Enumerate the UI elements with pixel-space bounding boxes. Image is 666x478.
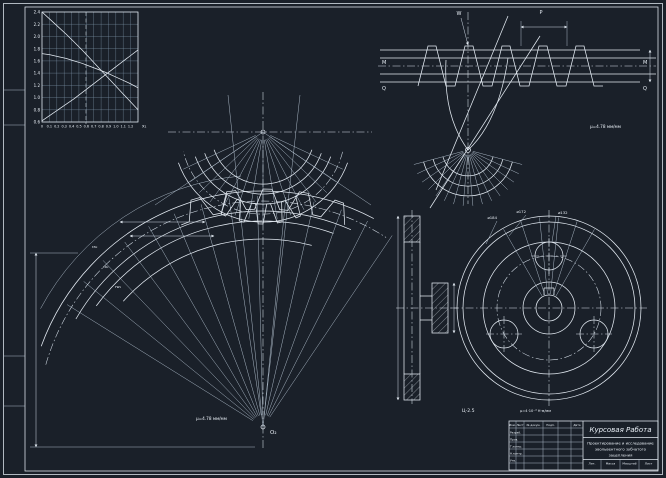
- titleblock-row-label: Пров.: [510, 438, 518, 442]
- y-tick-label: 1.0: [34, 95, 41, 100]
- gear-scale-label: μ=4.78 мм/мм: [196, 416, 227, 421]
- document-title: Курсовая Работа: [589, 426, 651, 434]
- wheel-section-view: [396, 210, 458, 404]
- titleblock-column-label: Подп.: [546, 423, 555, 427]
- gear-center-label: O₂: [270, 430, 277, 436]
- x-tick-label: 0.2: [54, 125, 59, 129]
- y-tick-label: 1.4: [34, 71, 41, 76]
- x-tick-label: 1.0: [113, 125, 118, 129]
- x-tick-label: 0.9: [106, 125, 111, 129]
- y-tick-label: 1.2: [34, 83, 41, 88]
- arc-label-rw: rw₂: [115, 284, 122, 289]
- x-tick-label: 0.6: [84, 125, 89, 129]
- cell-label-scale: Масштаб: [622, 462, 636, 466]
- titleblock-row-label: Т.контр.: [509, 445, 522, 449]
- x-tick-label: 1.2: [128, 125, 133, 129]
- point-p-label: P: [539, 10, 542, 16]
- x-axis-label: x₁: [142, 125, 147, 130]
- cell-label-lit: Лит.: [589, 462, 596, 466]
- chart-series: [41, 49, 139, 122]
- arc-label-ra: ra₂: [92, 244, 98, 249]
- titleblock-column-label: Лист: [516, 423, 523, 427]
- x-tick-label: 0.8: [98, 125, 103, 129]
- gear-mesh-view: O₂ μ=4.78 мм/мм ra₂ rb₂ rw₂: [30, 92, 393, 448]
- titleblock-column-label: № докум.: [527, 423, 541, 427]
- y-tick-label: 2.0: [34, 34, 41, 39]
- surface-finish-mark: Ц-2.5: [462, 408, 475, 414]
- x-tick-label: 0.5: [76, 125, 81, 129]
- chart-series: [41, 53, 139, 89]
- rack-engagement-view: W P M M Q Qμ=4.78 мм/мм: [378, 10, 656, 209]
- titleblock-row-label: Разраб.: [510, 431, 521, 435]
- chart-series: [41, 11, 139, 111]
- y-tick-label: 0.6: [34, 120, 41, 125]
- mark-q-right: Q: [643, 86, 647, 92]
- x-tick-label: 0.4: [69, 125, 74, 129]
- x-tick-label: 1.1: [121, 125, 126, 129]
- y-tick-label: 1.6: [34, 58, 41, 63]
- wheel-leader-label: ⌀132: [558, 210, 568, 215]
- mark-m-left: M: [382, 60, 386, 66]
- x-tick-label: 0.3: [61, 125, 66, 129]
- arc-label-rb: rb₂: [103, 264, 109, 269]
- x-tick-label: 0: [41, 125, 43, 129]
- rack-scale-label: μ=4.78 мм/мм: [590, 124, 621, 129]
- y-tick-label: 2.2: [34, 22, 41, 27]
- document-subtitle: Проектирование и исследование: [587, 441, 654, 446]
- wheel-leader-label: ⌀184: [487, 215, 497, 220]
- mark-m-right: M: [643, 60, 647, 66]
- cell-label-sheet: Лист: [645, 462, 653, 466]
- document-subtitle: эвольвентного зубчатого: [595, 447, 647, 452]
- y-tick-label: 2.4: [34, 10, 41, 15]
- wheel-leader-label: ⌀172: [516, 209, 526, 214]
- cell-label-mass: Масса: [606, 462, 616, 466]
- titleblock-row-label: Н.контр.: [510, 452, 523, 456]
- x-tick-label: 0.7: [91, 125, 96, 129]
- y-tick-label: 0.8: [34, 107, 41, 112]
- titleblock-row-label: Утв.: [510, 459, 516, 463]
- titleblock-column-label: Дата: [573, 423, 581, 427]
- titleblock-column-label: Изм.: [509, 423, 516, 427]
- document-subtitle: зацепления: [609, 453, 633, 458]
- wheel-note: μ=4·10⁻⁴ Н·м/мм: [520, 409, 551, 413]
- point-w-label: W: [457, 11, 462, 17]
- x-tick-label: 0.1: [47, 125, 52, 129]
- y-tick-label: 1.8: [34, 46, 41, 51]
- drawing-frame: [3, 3, 663, 475]
- mark-q-left: Q: [382, 86, 386, 92]
